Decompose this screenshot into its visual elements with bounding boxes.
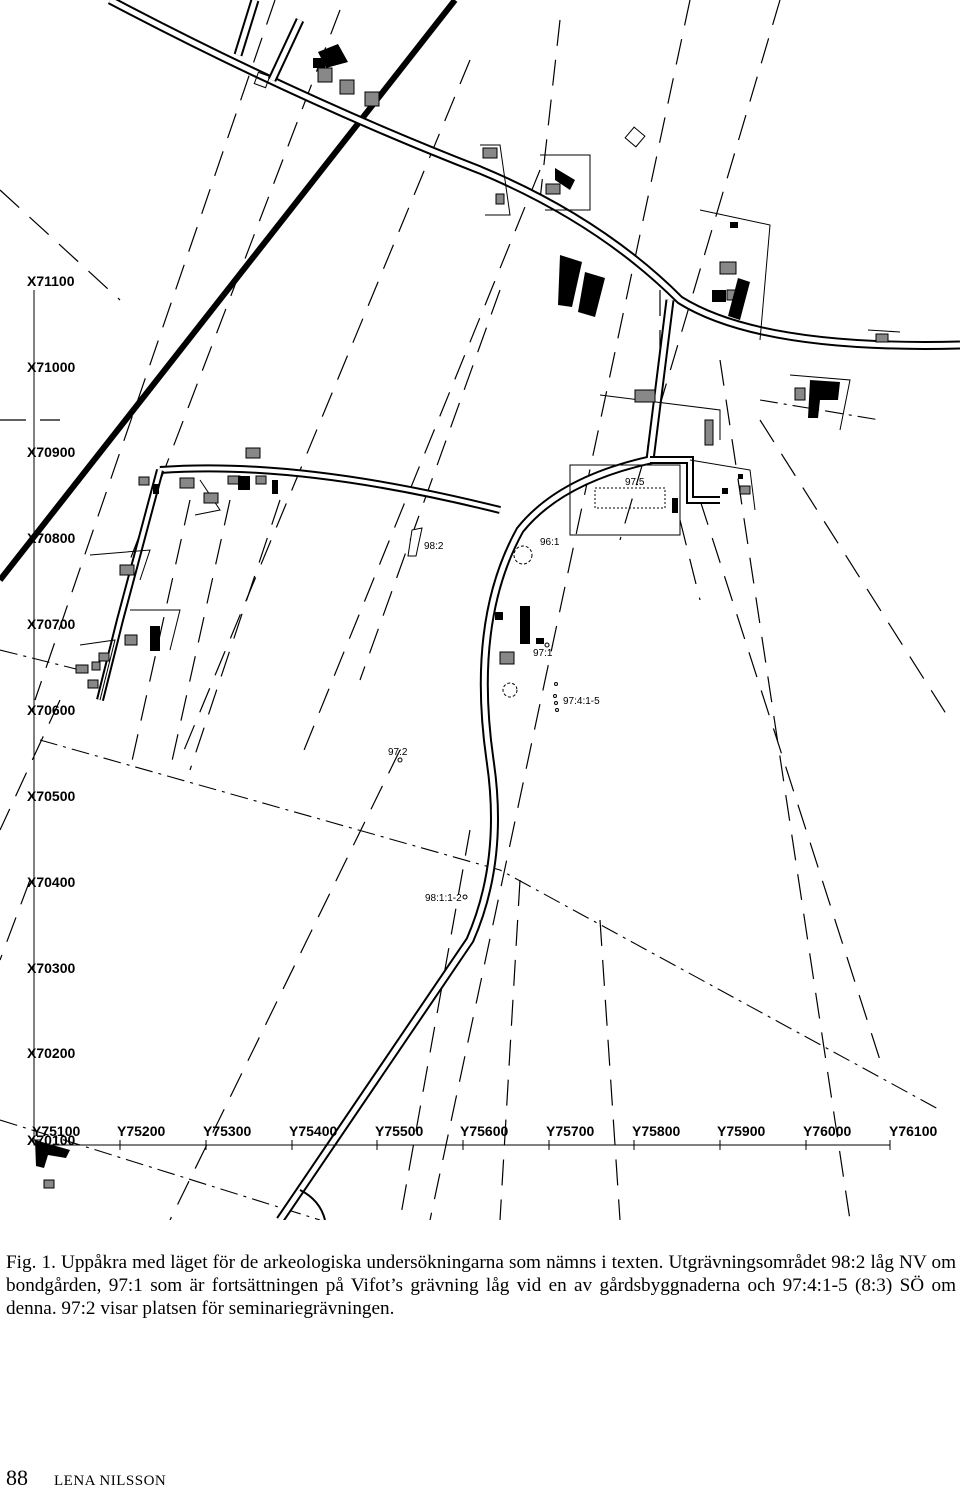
grid-x-label: X70500 bbox=[27, 788, 75, 804]
grid-x-label: X70300 bbox=[27, 960, 75, 976]
page-footer: 88 LENA NILSSON bbox=[6, 1465, 166, 1491]
grid-axes bbox=[33, 290, 891, 1150]
page-number: 88 bbox=[6, 1465, 28, 1490]
site-label-98-1: 98:1:1-2 bbox=[425, 893, 462, 904]
grid-x-label: X71100 bbox=[27, 273, 75, 289]
grid-x-label: X70200 bbox=[27, 1045, 75, 1061]
grid-x-label: X70800 bbox=[27, 530, 75, 546]
grid-y-label: Y76100 bbox=[889, 1123, 937, 1139]
grid-y-label: Y75400 bbox=[289, 1123, 337, 1139]
figure-caption: Fig. 1. Uppåkra med läget för de arkeolo… bbox=[6, 1252, 956, 1319]
railway bbox=[0, 0, 458, 582]
grid-x-label: X70400 bbox=[27, 874, 75, 890]
buildings-grey bbox=[43, 67, 889, 1189]
site-label-97-4: 97:4:1-5 bbox=[563, 696, 600, 707]
site-markers bbox=[253, 71, 666, 900]
site-label-97-2: 97:2 bbox=[388, 747, 408, 758]
grid-x-label: X70700 bbox=[27, 616, 75, 632]
grid-y-label: Y75700 bbox=[546, 1123, 594, 1139]
property-lines bbox=[0, 399, 941, 1220]
site-map: X71100 X71000 X70900 X70800 X70700 X7060… bbox=[0, 0, 960, 1220]
plot-outlines bbox=[79, 144, 901, 701]
grid-y-label: Y76000 bbox=[803, 1123, 851, 1139]
grid-x-label: X70600 bbox=[27, 702, 75, 718]
grid-y-label: Y75300 bbox=[203, 1123, 251, 1139]
grid-x-label: X70100 bbox=[27, 1132, 75, 1148]
site-label-97-1: 97:1 bbox=[533, 648, 553, 659]
grid-y-labels: Y75100 Y75200 Y75300 Y75400 Y75500 Y7560… bbox=[32, 1123, 937, 1139]
grid-y-label: Y75500 bbox=[375, 1123, 423, 1139]
grid-x-label: X71000 bbox=[27, 359, 75, 375]
grid-y-label: Y75800 bbox=[632, 1123, 680, 1139]
field-boundaries bbox=[0, 0, 951, 1220]
grid-x-labels: X71100 X71000 X70900 X70800 X70700 X7060… bbox=[27, 273, 75, 1148]
running-head: LENA NILSSON bbox=[54, 1473, 167, 1489]
grid-y-label: Y75600 bbox=[460, 1123, 508, 1139]
grid-y-label: Y75100 bbox=[32, 1123, 80, 1139]
site-label-98-2: 98:2 bbox=[424, 541, 444, 552]
grid-y-label: Y75900 bbox=[717, 1123, 765, 1139]
site-label-97-5: 97:5 bbox=[625, 477, 645, 488]
buildings-black bbox=[35, 44, 840, 1168]
grid-x-label: X70900 bbox=[27, 444, 75, 460]
site-labels: 98:2 96:1 97:5 97:1 97:4:1-5 97:2 98:1:1… bbox=[388, 477, 645, 904]
site-label-96-1: 96:1 bbox=[540, 537, 560, 548]
grid-y-label: Y75200 bbox=[117, 1123, 165, 1139]
